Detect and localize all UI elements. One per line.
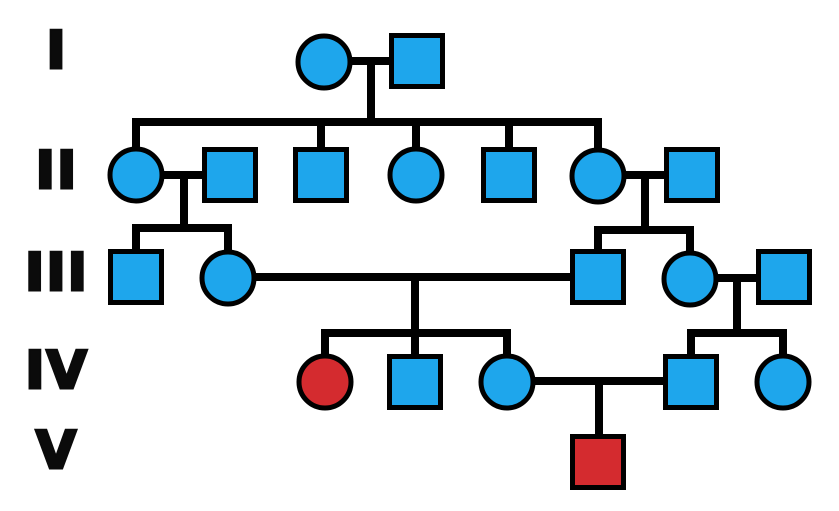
generation-label-II: II [36,141,79,201]
individual-II-3-male-unaffected-symbol [293,147,349,203]
individual-I-2-male-unaffected-symbol [389,33,445,89]
individual-IV-1-female-affected-symbol [296,353,354,411]
generation-label-I: I [46,21,67,81]
individual-II-7-male-unaffected-symbol [664,147,720,203]
individual-II-4-female-unaffected-symbol [387,146,445,204]
individual-II-2-male-unaffected-symbol [202,147,258,203]
individual-II-5-male-unaffected-symbol [481,147,537,203]
individual-III-5-male-unaffected-symbol [756,249,812,305]
generation-label-IV: IV [25,341,89,401]
generation-label-III: III [25,243,89,303]
individual-III-1-male-unaffected-symbol [108,249,164,305]
individual-IV-3-female-unaffected-symbol [478,353,536,411]
individual-IV-5-female-unaffected-symbol [754,353,812,411]
individual-IV-4-male-unaffected-symbol [663,354,719,410]
individual-III-2-female-unaffected-symbol [199,249,257,307]
generation-label-V: V [36,421,78,481]
individual-III-3-male-unaffected-symbol [570,249,626,305]
individual-II-1-female-unaffected-symbol [107,146,165,204]
individual-IV-2-male-unaffected-symbol [387,354,443,410]
individual-V-1-male-affected-symbol [570,434,626,490]
individual-III-4-female-unaffected-symbol [661,250,719,308]
individual-II-6-female-unaffected-symbol [569,147,627,205]
individual-I-1-female-unaffected-symbol [295,33,353,91]
